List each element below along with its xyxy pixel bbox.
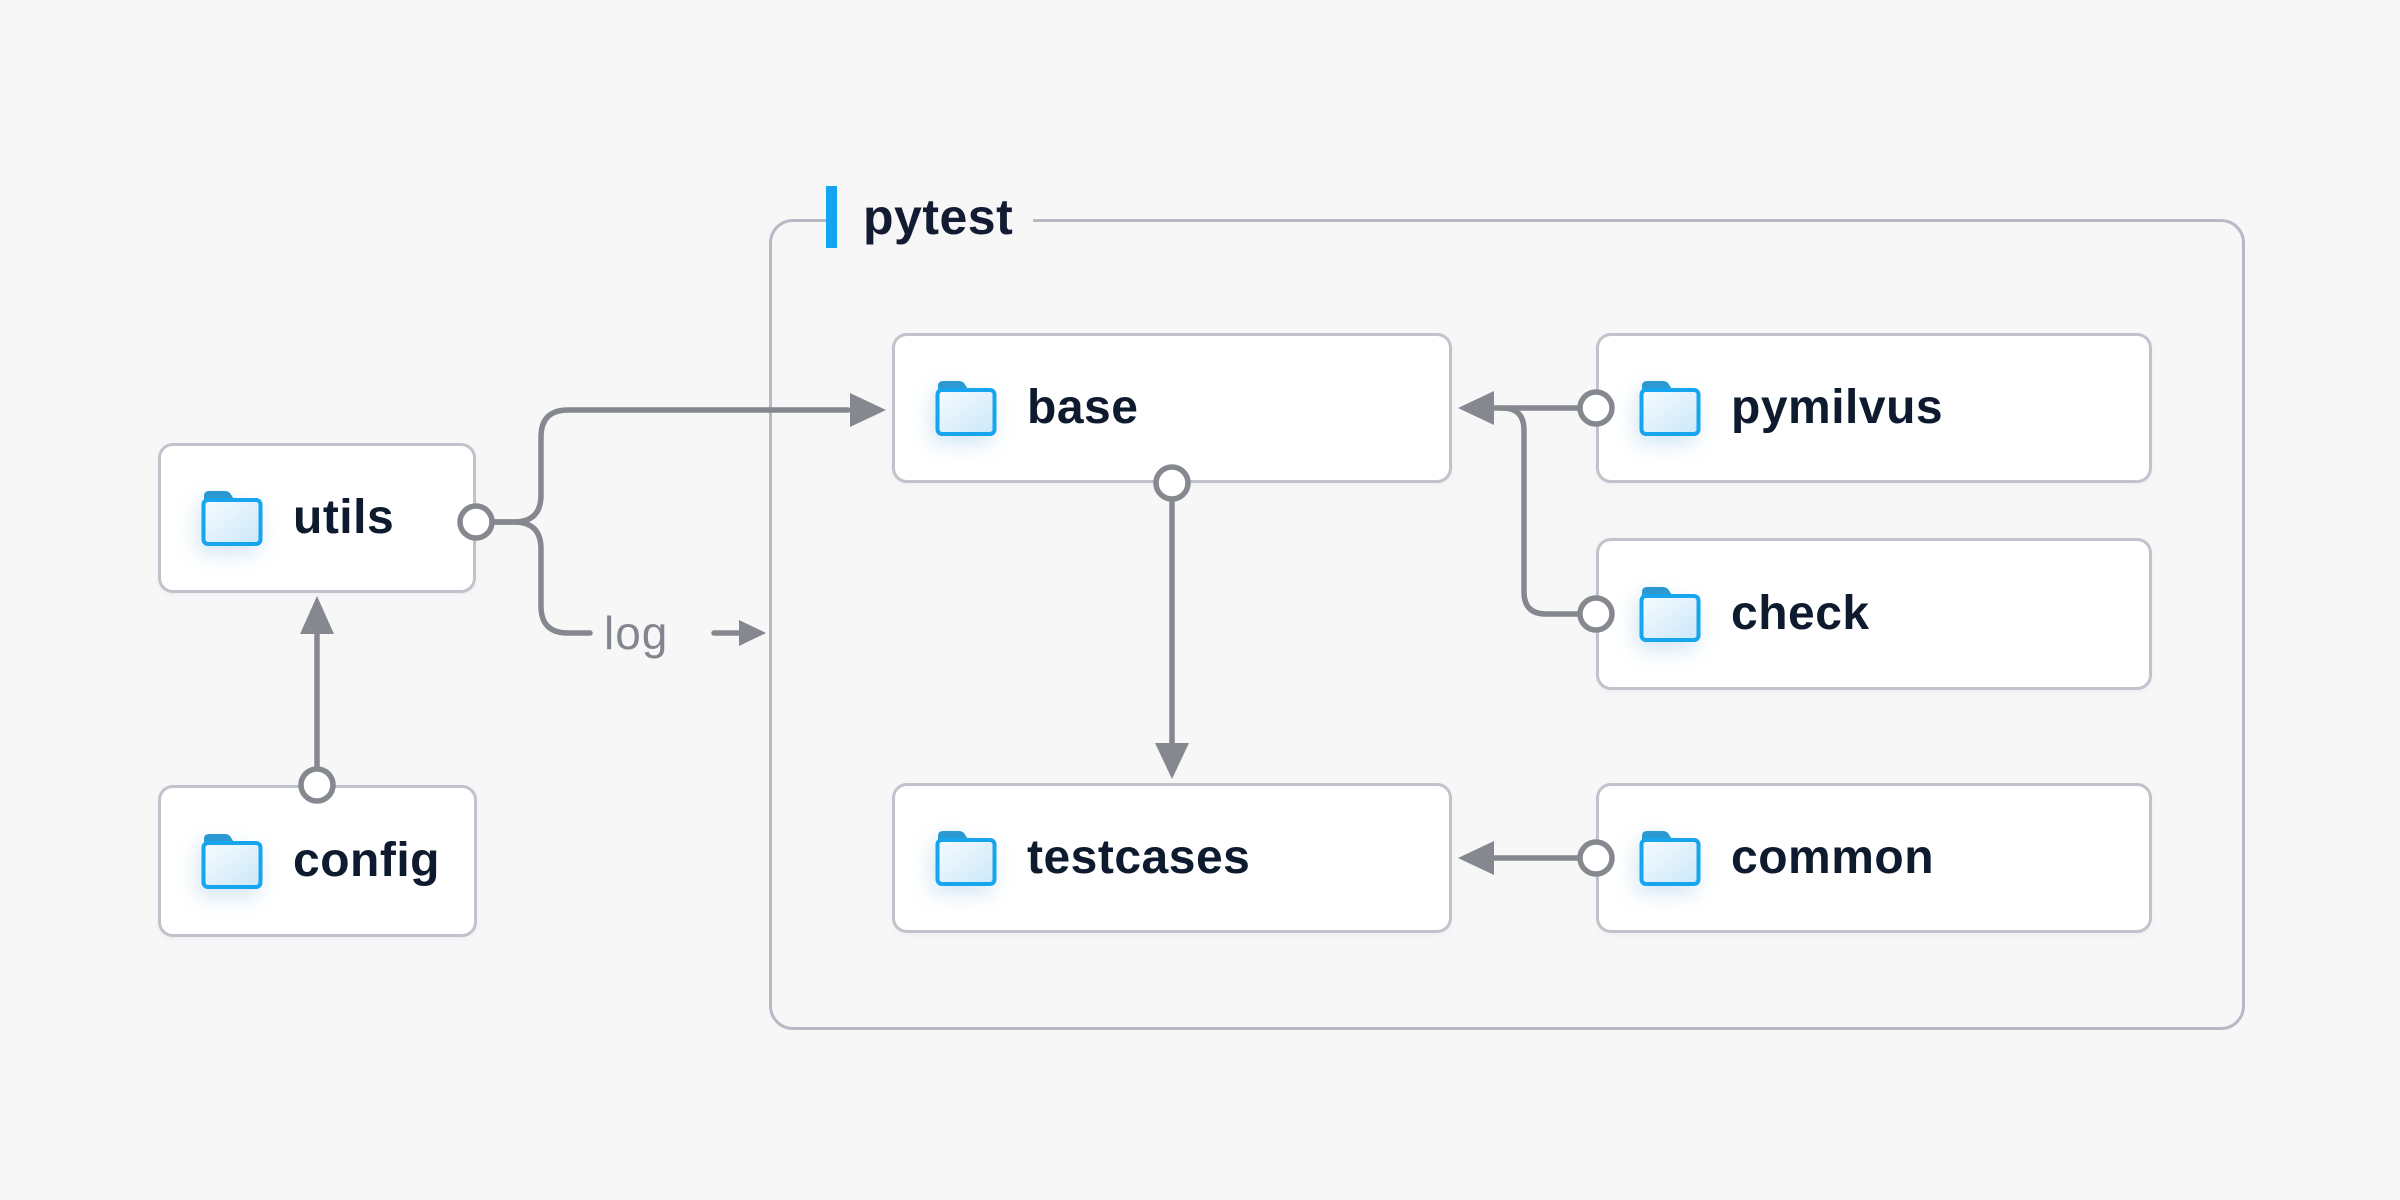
folder-icon [1637,583,1703,645]
folder-icon [199,487,265,549]
folder-icon [933,377,999,439]
folder-icon [933,827,999,889]
node-config-label: config [293,834,440,887]
node-common: common [1596,783,2152,933]
container-label-text: pytest [863,189,1014,245]
folder-icon [1637,377,1703,439]
arrowhead-log [739,620,766,646]
node-check-label: check [1731,587,1870,640]
node-config: config [158,785,477,937]
container-label: pytest [826,186,1034,248]
folder-icon [199,830,265,892]
node-common-label: common [1731,831,1935,884]
node-pymilvus: pymilvus [1596,333,2152,483]
folder-icon [1637,827,1703,889]
node-base-label: base [1027,381,1139,434]
pytest-group-container [769,219,2245,1030]
accent-bar [826,186,837,248]
arrowhead-into-utils [300,596,334,634]
node-testcases-label: testcases [1027,831,1251,884]
node-testcases: testcases [892,783,1452,933]
node-check: check [1596,538,2152,690]
node-utils: utils [158,443,476,593]
edge-utils-log [490,519,593,636]
node-pymilvus-label: pymilvus [1731,381,1944,434]
node-utils-label: utils [293,491,395,544]
node-base: base [892,333,1452,483]
edge-label-log: log [604,607,669,659]
